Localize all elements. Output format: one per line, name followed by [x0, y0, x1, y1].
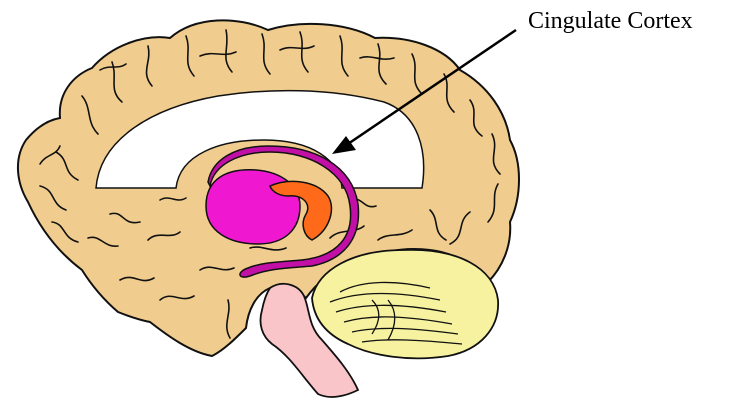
- thalamus: [206, 170, 300, 244]
- cerebellum: [312, 250, 498, 358]
- cingulate-cortex-label: Cingulate Cortex: [528, 8, 693, 35]
